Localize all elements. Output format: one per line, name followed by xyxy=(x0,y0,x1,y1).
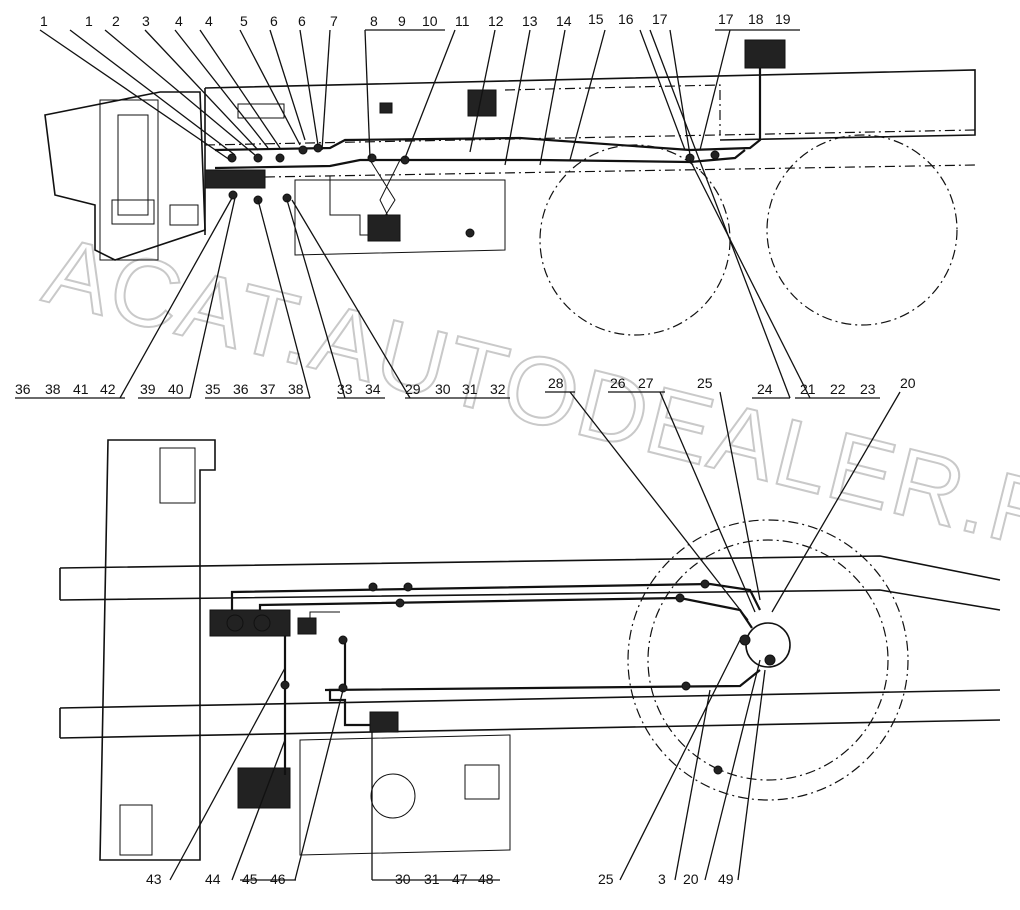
callout-label: 5 xyxy=(240,13,248,29)
callouts-lower-top: 28 26 27 25 20 xyxy=(548,375,916,391)
callout-label: 12 xyxy=(488,13,504,29)
watermark-text: ACAT.AUTODEALER.RU xyxy=(35,217,1020,591)
callout-label: 38 xyxy=(45,381,61,397)
callout-label: 13 xyxy=(522,13,538,29)
upper-bottom-leaders xyxy=(15,29,880,399)
plan-wheel-inner xyxy=(647,539,889,781)
rear-wheel-1 xyxy=(539,144,731,336)
callout-label: 8 xyxy=(370,13,378,29)
callout-label: 36 xyxy=(15,381,31,397)
callout-label: 15 xyxy=(588,11,604,27)
callout-label: 20 xyxy=(900,375,916,391)
side-view xyxy=(44,39,976,336)
callout-label: 3 xyxy=(142,13,150,29)
callouts-upper-bottom: 36 38 41 42 39 40 35 36 37 38 33 34 29 3… xyxy=(15,381,876,397)
callout-label: 28 xyxy=(548,375,564,391)
callouts-lower-bottom: 43 44 45 46 30 31 47 48 25 3 20 49 xyxy=(146,871,734,887)
callout-label: 30 xyxy=(435,381,451,397)
callout-label: 43 xyxy=(146,871,162,887)
callout-label: 21 xyxy=(800,381,816,397)
callout-label: 19 xyxy=(775,11,791,27)
callout-label: 39 xyxy=(140,381,156,397)
top-leaders xyxy=(39,29,800,166)
lower-bottom-leaders xyxy=(169,639,766,881)
callout-label: 48 xyxy=(478,871,494,887)
callout-label: 31 xyxy=(424,871,440,887)
callout-label: 6 xyxy=(270,13,278,29)
lower-top-leaders xyxy=(545,391,901,621)
callout-label: 9 xyxy=(398,13,406,29)
rear-wheel-2 xyxy=(766,134,958,326)
callout-label: 20 xyxy=(683,871,699,887)
callout-label: 22 xyxy=(830,381,846,397)
callout-label: 38 xyxy=(288,381,304,397)
callout-label: 25 xyxy=(697,375,713,391)
callout-label: 32 xyxy=(490,381,506,397)
callout-label: 26 xyxy=(610,375,626,391)
callout-label: 27 xyxy=(638,375,654,391)
callout-label: 11 xyxy=(455,13,470,29)
callout-label: 42 xyxy=(100,381,116,397)
callout-label: 46 xyxy=(270,871,286,887)
callout-label: 6 xyxy=(298,13,306,29)
callout-label: 30 xyxy=(395,871,411,887)
callouts-top: 1 1 2 3 4 4 5 6 6 7 8 9 10 11 12 13 14 1… xyxy=(40,11,791,29)
callout-label: 41 xyxy=(73,381,89,397)
callout-label: 23 xyxy=(860,381,876,397)
callout-label: 40 xyxy=(168,381,184,397)
plan-wheel-outer xyxy=(627,519,909,801)
callout-label: 4 xyxy=(175,13,183,29)
callout-label: 49 xyxy=(718,871,734,887)
callout-label: 37 xyxy=(260,381,276,397)
callout-label: 17 xyxy=(652,11,668,27)
callout-label: 14 xyxy=(556,13,572,29)
callout-label: 34 xyxy=(365,381,381,397)
callout-label: 24 xyxy=(757,381,773,397)
callout-label: 16 xyxy=(618,11,634,27)
callout-label: 25 xyxy=(598,871,614,887)
callout-label: 10 xyxy=(422,13,438,29)
callout-label: 1 xyxy=(85,13,93,29)
callout-label: 17 xyxy=(718,11,734,27)
callout-label: 36 xyxy=(233,381,249,397)
callout-label: 18 xyxy=(748,11,764,27)
plan-view xyxy=(59,439,1001,861)
callout-label: 1 xyxy=(40,13,48,29)
callout-label: 29 xyxy=(405,381,421,397)
callout-label: 35 xyxy=(205,381,221,397)
callout-label: 2 xyxy=(112,13,120,29)
callout-label: 47 xyxy=(452,871,468,887)
callout-label: 31 xyxy=(462,381,478,397)
callout-label: 45 xyxy=(242,871,258,887)
callout-label: 4 xyxy=(205,13,213,29)
callout-label: 3 xyxy=(658,871,666,887)
callout-label: 33 xyxy=(337,381,353,397)
callout-label: 7 xyxy=(330,13,338,29)
callout-label: 44 xyxy=(205,871,221,887)
